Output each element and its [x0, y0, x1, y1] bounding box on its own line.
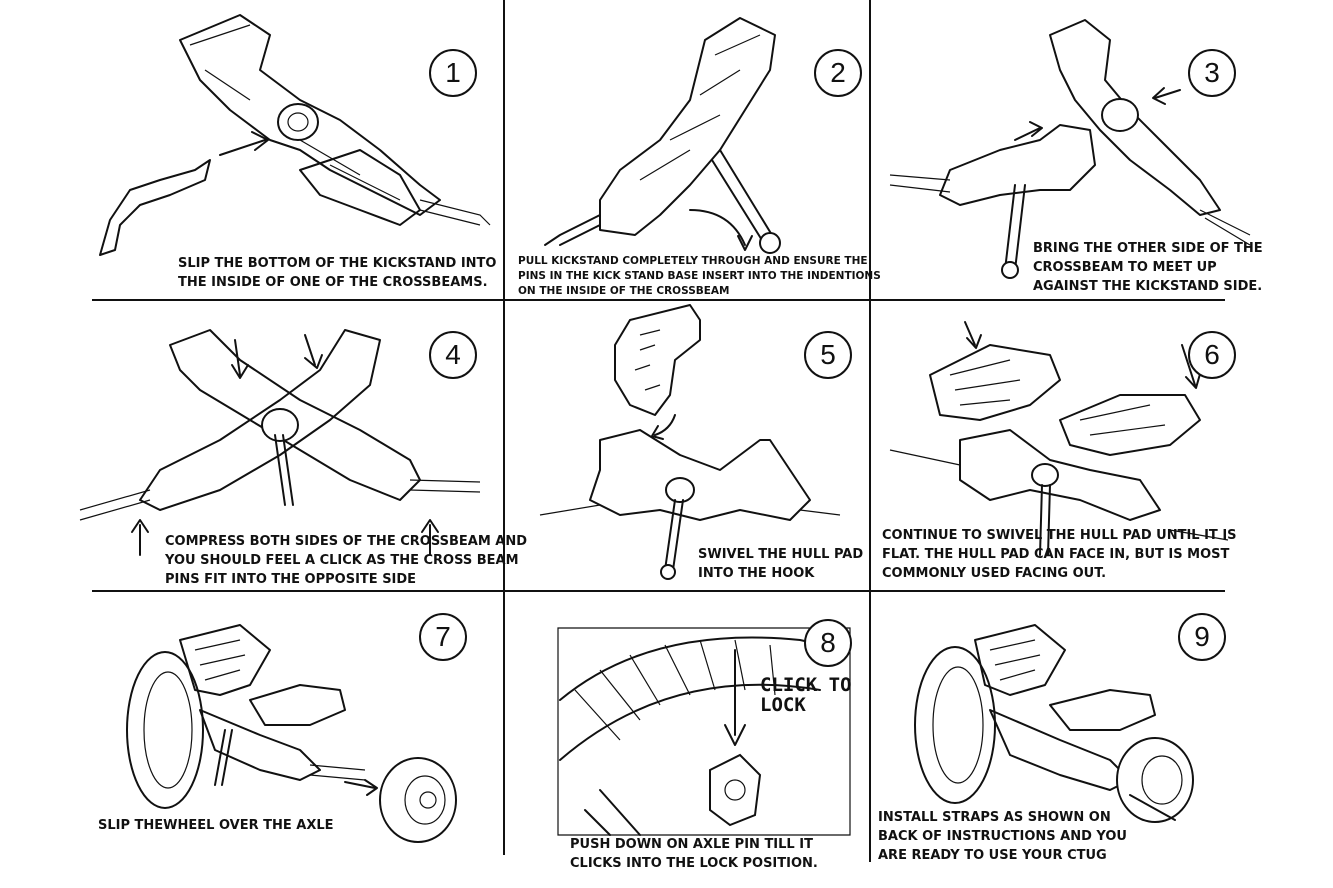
step-9-caption-line-2: BACK OF INSTRUCTIONS AND YOU — [878, 829, 1127, 844]
step-9-illustration — [914, 624, 1194, 823]
step-8-caption-line-2: CLICKS INTO THE LOCK POSITION. — [570, 856, 818, 871]
step-5-number: 5 — [804, 331, 852, 379]
step-6-caption-line-1: CONTINUE TO SWIVEL THE HULL PAD UNTIL IT… — [882, 528, 1237, 543]
divider-horizontal-middle — [92, 590, 1225, 592]
step-6-caption: CONTINUE TO SWIVEL THE HULL PAD UNTIL IT… — [882, 526, 1237, 583]
step-2-caption-line-2: PINS IN THE KICK STAND BASE INSERT INTO … — [518, 270, 881, 282]
step-3-caption: BRING THE OTHER SIDE OF THE CROSSBEAM TO… — [1033, 239, 1263, 296]
divider-vertical-left — [503, 0, 505, 855]
step-4-caption-line-2: YOU SHOULD FEEL A CLICK AS THE CROSS BEA… — [165, 553, 519, 568]
step-1-number: 1 — [429, 49, 477, 97]
step-5-caption-line-2: INTO THE HOOK — [698, 566, 815, 581]
step-3-caption-line-3: AGAINST THE KICKSTAND SIDE. — [1033, 279, 1263, 294]
step-4-number: 4 — [429, 331, 477, 379]
step-9-caption-line-1: INSTALL STRAPS AS SHOWN ON — [878, 810, 1111, 825]
step-8-caption: PUSH DOWN ON AXLE PIN TILL IT CLICKS INT… — [570, 835, 818, 873]
step-6-caption-line-2: FLAT. THE HULL PAD CAN FACE IN, BUT IS M… — [882, 547, 1230, 562]
step-4-caption: COMPRESS BOTH SIDES OF THE CROSSBEAM AND… — [165, 532, 527, 589]
step-3-caption-line-1: BRING THE OTHER SIDE OF THE — [1033, 241, 1263, 256]
step-3-illustration — [889, 19, 1251, 279]
step-8-caption-line-1: PUSH DOWN ON AXLE PIN TILL IT — [570, 837, 813, 852]
step-6-caption-line-3: COMMONLY USED FACING OUT. — [882, 566, 1107, 581]
step-3-caption-line-2: CROSSBEAM TO MEET UP — [1033, 260, 1217, 275]
step-9-number: 9 — [1178, 613, 1226, 661]
step-1-caption-line-2: THE INSIDE OF ONE OF THE CROSSBEAMS. — [178, 275, 488, 290]
step-8-number: 8 — [804, 619, 852, 667]
step-4-illustration — [79, 329, 481, 556]
step-5-caption: SWIVEL THE HULL PAD INTO THE HOOK — [698, 545, 863, 583]
step-7-caption-line-1: SLIP THEWHEEL OVER THE AXLE — [98, 818, 334, 833]
divider-vertical-right — [869, 0, 871, 862]
step-2-illustration — [544, 17, 781, 254]
step-9-caption: INSTALL STRAPS AS SHOWN ON BACK OF INSTR… — [878, 808, 1127, 865]
step-1-caption-line-1: SLIP THE BOTTOM OF THE KICKSTAND INTO — [178, 256, 497, 271]
step-4-caption-line-1: COMPRESS BOTH SIDES OF THE CROSSBEAM AND — [165, 534, 528, 549]
step-7-illustration — [126, 624, 457, 843]
step-2-number: 2 — [814, 49, 862, 97]
step-7-caption: SLIP THEWHEEL OVER THE AXLE — [98, 816, 334, 835]
step-1-illustration — [99, 14, 491, 256]
step-7-number: 7 — [419, 613, 467, 661]
step-6-number: 6 — [1188, 331, 1236, 379]
step-4-caption-line-3: PINS FIT INTO THE OPPOSITE SIDE — [165, 572, 417, 587]
step-5-caption-line-1: SWIVEL THE HULL PAD — [698, 547, 864, 562]
step-2-caption: PULL KICKSTAND COMPLETELY THROUGH AND EN… — [518, 254, 881, 299]
step-5-illustration — [539, 304, 841, 580]
step-8-illustration — [557, 627, 851, 836]
divider-horizontal-top — [92, 299, 1225, 301]
click-to-lock-callout: CLICK TO LOCK — [760, 674, 852, 716]
step-2-caption-line-3: ON THE INSIDE OF THE CROSSBEAM — [518, 285, 730, 297]
step-3-number: 3 — [1188, 49, 1236, 97]
step-1-caption: SLIP THE BOTTOM OF THE KICKSTAND INTO TH… — [178, 254, 496, 292]
step-2-caption-line-1: PULL KICKSTAND COMPLETELY THROUGH AND EN… — [518, 255, 868, 267]
step-9-caption-line-3: ARE READY TO USE YOUR CTUG — [878, 848, 1107, 863]
step-6-illustration — [889, 321, 1229, 556]
